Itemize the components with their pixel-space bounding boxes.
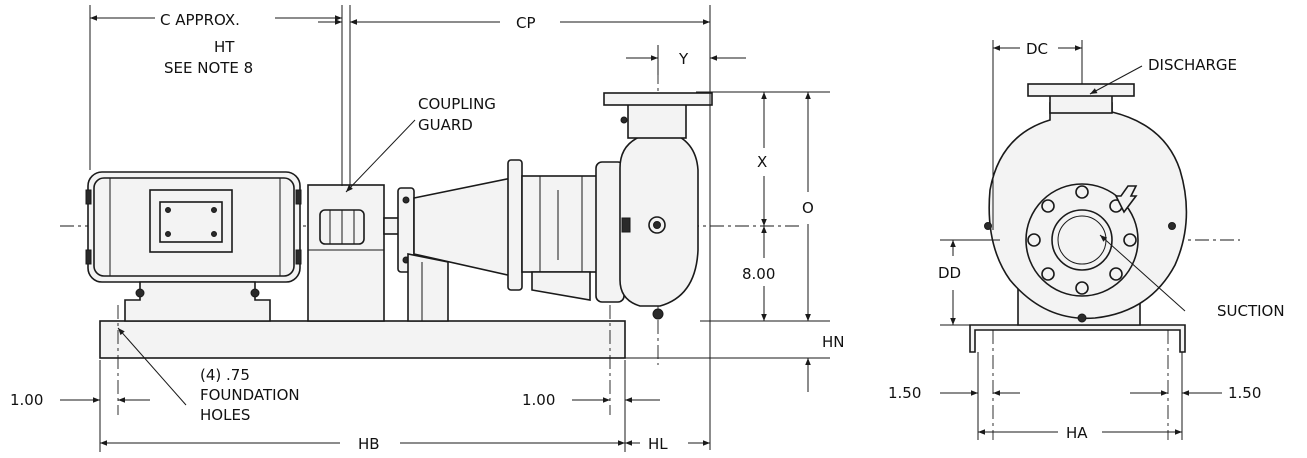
coupling-guard-leader xyxy=(345,119,416,193)
casing-drain xyxy=(652,308,664,320)
discharge-leader xyxy=(1089,65,1143,95)
coupling-guard xyxy=(307,184,385,322)
right-offset-label: 1.00 xyxy=(522,391,555,409)
hb-label: HB xyxy=(358,435,380,453)
holes-foundation-label: FOUNDATION xyxy=(200,386,300,404)
guard-label: GUARD xyxy=(418,116,473,134)
hl-label: HL xyxy=(648,435,668,453)
hn-label: HN xyxy=(822,333,845,351)
discharge-nozzle xyxy=(627,103,687,139)
adapter xyxy=(521,175,603,301)
side-discharge-flange xyxy=(1027,83,1135,97)
suction-label: SUCTION xyxy=(1217,302,1285,320)
see-note-label: SEE NOTE 8 xyxy=(164,59,253,77)
ha-label: HA xyxy=(1066,424,1088,442)
y-label: Y xyxy=(678,50,689,68)
rotation-arrow-icon xyxy=(1114,185,1138,214)
side-view: DC DISCHARGE DD SUCTION 1.50 1.50 HA xyxy=(888,40,1285,442)
o-label: O xyxy=(802,199,814,217)
left-offset-label: 1.00 xyxy=(10,391,43,409)
dd-label: DD xyxy=(938,264,961,282)
pump-casing xyxy=(595,92,713,320)
height-8-label: 8.00 xyxy=(742,265,775,283)
side-base-channel xyxy=(969,324,1186,353)
bearing-frame-foot xyxy=(407,253,449,322)
c-approx-label: C APPROX. xyxy=(160,11,240,29)
ht-label: HT xyxy=(214,38,235,56)
x-label: X xyxy=(757,153,767,171)
front-view: C APPROX. HT SEE NOTE 8 CP Y COUPLING GU… xyxy=(10,5,845,453)
holes-label: HOLES xyxy=(200,406,250,424)
holes-count-label: (4) .75 xyxy=(200,366,250,384)
motor xyxy=(85,171,302,322)
side-discharge-nozzle xyxy=(1049,94,1113,114)
dc-label: DC xyxy=(1026,40,1048,58)
suction-leader xyxy=(1099,234,1186,312)
side-right-offset-label: 1.50 xyxy=(1228,384,1261,402)
bearing-frame xyxy=(397,159,523,322)
side-left-offset-label: 1.50 xyxy=(888,384,921,402)
discharge-flange xyxy=(603,92,713,106)
baseplate xyxy=(99,320,626,359)
discharge-label: DISCHARGE xyxy=(1148,56,1237,74)
coupling-label: COUPLING xyxy=(418,95,496,113)
cp-label: CP xyxy=(516,14,536,32)
motor-foot xyxy=(124,281,271,322)
foundation-holes-leader xyxy=(117,327,187,406)
